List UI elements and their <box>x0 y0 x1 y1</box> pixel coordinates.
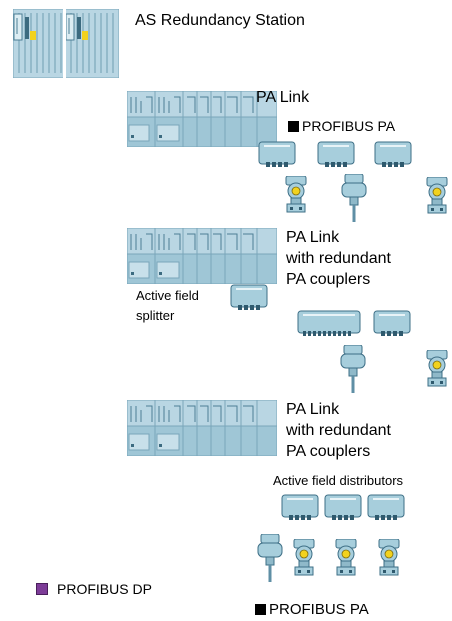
coupler-icon <box>373 307 411 342</box>
pa-link-1-label: PA Link <box>256 89 310 106</box>
profibus-pa-marker-icon <box>288 121 299 132</box>
pa-link-3-label-line: PA Link <box>286 401 340 418</box>
redundancy-station-icon <box>12 8 120 79</box>
legend-dp-text: PROFIBUS DP <box>57 581 152 597</box>
coupler-icon <box>258 138 296 173</box>
legend-profibus-dp: PROFIBUS DP <box>36 581 152 598</box>
pa-link-1-bus-label: PROFIBUS PA <box>288 118 395 135</box>
profibus-dp-marker-icon <box>36 583 48 595</box>
legend-pa-text: PROFIBUS PA <box>269 601 369 618</box>
pa-link-3-label: PA Link with redundant PA couplers <box>286 400 391 461</box>
pressure-transmitter-icon <box>423 176 451 219</box>
pa-link-2-label-line: PA Link <box>286 229 340 246</box>
pa-link-2-rack-icon <box>126 227 278 285</box>
pa-link-3-label-line: with redundant <box>286 422 391 439</box>
level-sensor-icon <box>255 533 285 587</box>
pa-link-2-label-line: PA couplers <box>286 271 371 288</box>
coupler-icon <box>374 138 412 173</box>
pa-link-1-bus-text: PROFIBUS PA <box>302 118 396 134</box>
field-distributor-icon <box>281 491 319 526</box>
level-sensor-icon <box>339 173 369 227</box>
legend-profibus-pa: PROFIBUS PA <box>255 601 369 618</box>
pressure-transmitter-icon <box>290 538 318 581</box>
pa-link-3-rack-icon <box>126 399 278 457</box>
level-sensor-icon <box>338 344 368 398</box>
pa-link-2-label: PA Link with redundant PA couplers <box>286 228 391 289</box>
field-distributor-icon <box>324 491 362 526</box>
pa-link-2-label-line: with redundant <box>286 250 391 267</box>
pressure-transmitter-icon <box>375 538 403 581</box>
splitter-label-line: splitter <box>136 308 175 323</box>
coupler-icon <box>317 138 355 173</box>
profibus-pa-marker-icon <box>255 604 266 615</box>
pressure-transmitter-icon <box>423 349 451 392</box>
pa-link-1-rack-icon <box>126 90 278 148</box>
active-field-splitter-label: Active field splitter <box>136 287 199 324</box>
field-splitter-icon <box>230 281 268 316</box>
field-distributor-icon <box>367 491 405 526</box>
pressure-transmitter-icon <box>332 538 360 581</box>
redundant-coupler-icon <box>297 307 361 342</box>
redundancy-station-label: AS Redundancy Station <box>135 12 305 29</box>
pa-link-3-label-line: PA couplers <box>286 443 371 460</box>
splitter-label-line: Active field <box>136 288 199 303</box>
pressure-transmitter-icon <box>282 175 310 218</box>
active-field-distributors-label: Active field distributors <box>273 473 404 488</box>
